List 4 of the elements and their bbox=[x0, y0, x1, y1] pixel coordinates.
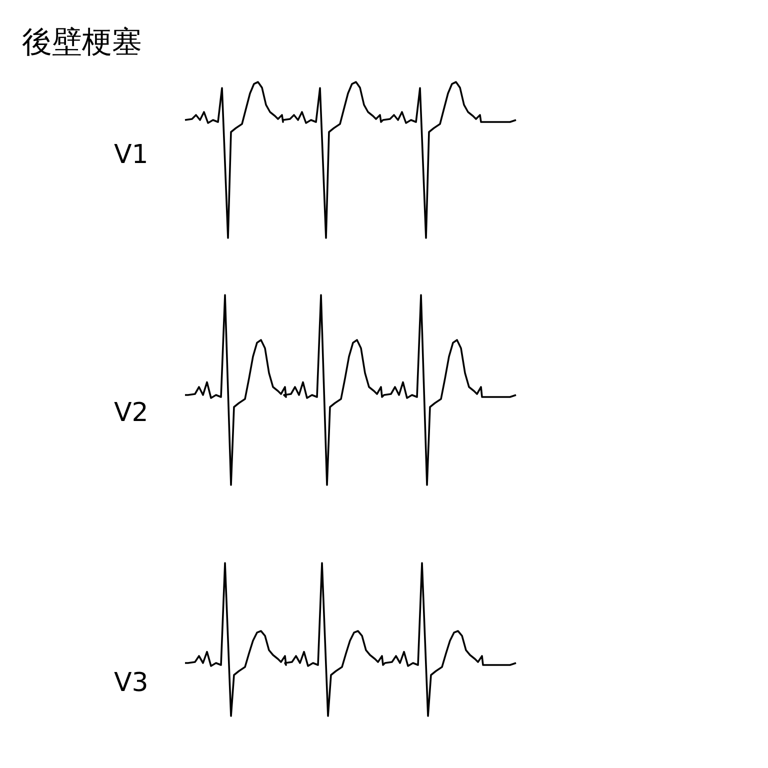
title: 後壁梗塞 bbox=[22, 24, 142, 62]
lead-label: V2 bbox=[114, 398, 148, 428]
lead-label: V3 bbox=[114, 668, 148, 698]
lead-label: V1 bbox=[114, 140, 148, 170]
